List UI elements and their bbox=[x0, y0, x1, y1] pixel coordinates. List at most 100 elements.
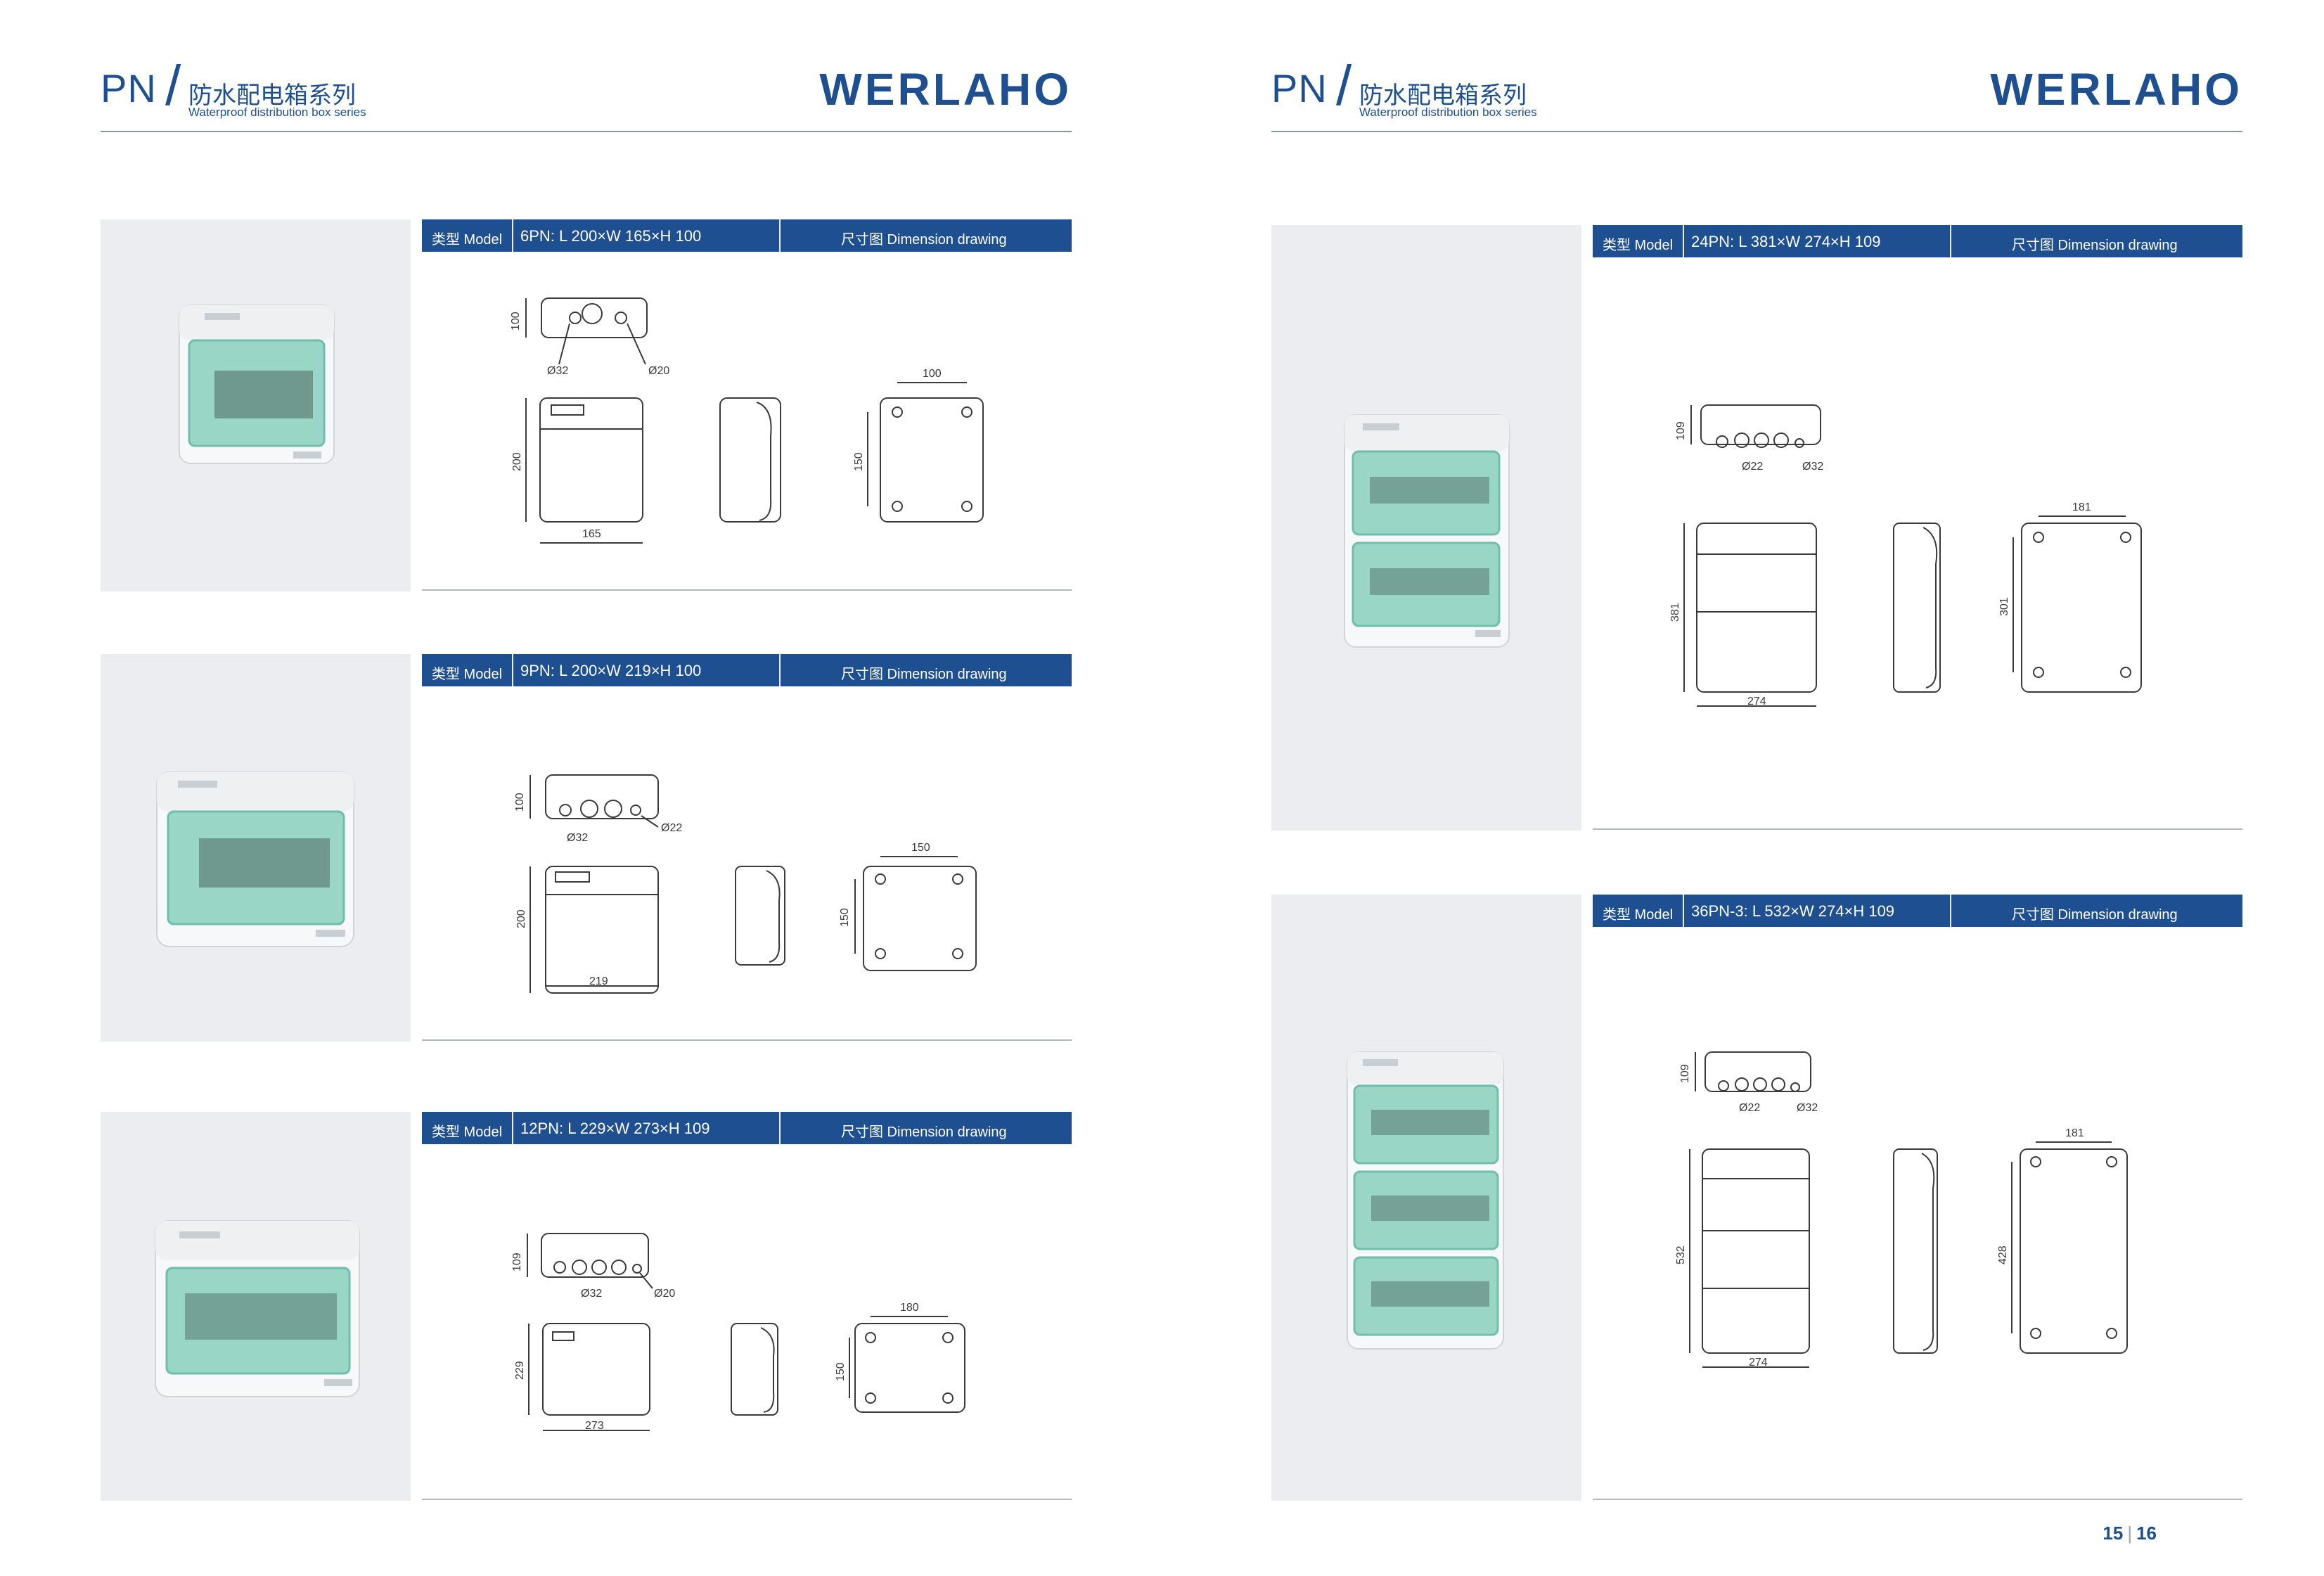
hole-a-label: Ø32 bbox=[581, 1288, 602, 1300]
width-label: 219 bbox=[589, 975, 608, 987]
model-bar-36pn-3: 类型 Model 36PN-3: L 532×W 274×H 109 尺寸图 D… bbox=[1593, 895, 2242, 927]
bar-divider bbox=[1950, 225, 1951, 257]
section-rule bbox=[1593, 1499, 2242, 1500]
model-spec: 9PN: L 200×W 219×H 100 bbox=[520, 662, 702, 679]
bar-divider bbox=[1683, 895, 1684, 927]
bar-divider bbox=[1950, 895, 1951, 927]
page-header-right: PN / 防水配电箱系列 Waterproof distribution box… bbox=[1271, 54, 2242, 132]
distribution-box-image bbox=[1347, 1051, 1504, 1350]
product-photo-9pn bbox=[101, 654, 411, 1042]
product-photo-12pn bbox=[101, 1112, 411, 1501]
mount-width-label: 100 bbox=[923, 368, 942, 380]
hole-b-label: Ø20 bbox=[654, 1288, 675, 1300]
dimension-drawing-label: 尺寸图 Dimension drawing bbox=[841, 1125, 1007, 1140]
mount-width-label: 180 bbox=[900, 1302, 919, 1314]
bar-divider bbox=[512, 654, 513, 686]
hole-a-label: Ø22 bbox=[1742, 461, 1763, 473]
header-slash: / bbox=[165, 54, 181, 117]
dimension-drawing-24pn: 109 Ø22 Ø32 381 274 181 301 bbox=[1669, 404, 2142, 707]
model-label: 类型 Model bbox=[432, 232, 503, 248]
height-label: 229 bbox=[514, 1361, 526, 1380]
width-label: 274 bbox=[1749, 1357, 1768, 1369]
top-depth-label: 109 bbox=[1679, 1064, 1691, 1083]
page-header-left: PN / 防水配电箱系列 Waterproof distribution box… bbox=[101, 54, 1072, 132]
series-title-en: Waterproof distribution box series bbox=[1359, 105, 1537, 119]
model-bar-24pn: 类型 Model 24PN: L 381×W 274×H 109 尺寸图 Dim… bbox=[1593, 225, 2242, 257]
mount-width-label: 181 bbox=[2065, 1127, 2084, 1139]
distribution-box-image bbox=[179, 305, 335, 464]
model-label: 类型 Model bbox=[432, 667, 503, 682]
dimension-drawing-label: 尺寸图 Dimension drawing bbox=[841, 667, 1007, 682]
hole-b-label: Ø20 bbox=[648, 365, 669, 377]
hole-b-label: Ø22 bbox=[661, 822, 682, 834]
mount-height-label: 150 bbox=[835, 1362, 847, 1381]
top-depth-label: 100 bbox=[510, 312, 522, 331]
dimension-drawing-label: 尺寸图 Dimension drawing bbox=[2012, 238, 2178, 253]
height-label: 200 bbox=[511, 452, 523, 471]
height-label: 200 bbox=[515, 909, 527, 928]
product-photo-24pn bbox=[1271, 225, 1581, 831]
dimension-drawing-36pn-3: 109 Ø22 Ø32 532 274 181 428 bbox=[1675, 1051, 2128, 1369]
hole-b-label: Ø32 bbox=[1797, 1102, 1818, 1114]
series-title-cn: 防水配电箱系列 bbox=[188, 82, 356, 109]
page-number-left: 15 bbox=[2102, 1523, 2124, 1544]
series-title-en: Waterproof distribution box series bbox=[188, 105, 366, 119]
width-label: 165 bbox=[582, 528, 601, 540]
width-label: 273 bbox=[585, 1420, 604, 1432]
page-numbers: 15|16 bbox=[2102, 1523, 2157, 1544]
product-photo-6pn bbox=[101, 219, 411, 591]
model-label: 类型 Model bbox=[1603, 907, 1674, 923]
series-title-cn: 防水配电箱系列 bbox=[1359, 82, 1527, 109]
mount-width-label: 181 bbox=[2072, 501, 2091, 513]
brand-logo: WERLAHO bbox=[819, 64, 1072, 115]
model-bar-9pn: 类型 Model 9PN: L 200×W 219×H 100 尺寸图 Dime… bbox=[422, 654, 1072, 686]
series-code: PN bbox=[101, 66, 157, 110]
series-code: PN bbox=[1271, 66, 1328, 110]
dimension-drawing-6pn: 100 Ø32 Ø20 200 165 100 150 bbox=[510, 297, 984, 544]
distribution-box-image bbox=[1344, 414, 1510, 648]
page-number-divider: | bbox=[2127, 1523, 2133, 1544]
top-depth-label: 109 bbox=[1675, 421, 1687, 440]
hole-a-label: Ø22 bbox=[1739, 1102, 1760, 1114]
model-bar-6pn: 类型 Model 6PN: L 200×W 165×H 100 尺寸图 Dime… bbox=[422, 219, 1072, 252]
top-depth-label: 100 bbox=[514, 793, 526, 812]
dimension-drawing-label: 尺寸图 Dimension drawing bbox=[2012, 907, 2178, 923]
model-label: 类型 Model bbox=[1603, 238, 1674, 253]
section-rule bbox=[422, 589, 1072, 591]
distribution-box-image bbox=[155, 1220, 360, 1397]
hole-b-label: Ø32 bbox=[1802, 461, 1823, 473]
header-rule bbox=[1271, 131, 2242, 132]
mount-height-label: 428 bbox=[1997, 1245, 2009, 1264]
bar-divider bbox=[512, 219, 513, 252]
section-rule bbox=[1593, 828, 2242, 830]
mount-height-label: 301 bbox=[1998, 597, 2010, 616]
brand-logo: WERLAHO bbox=[1990, 64, 2242, 115]
hole-a-label: Ø32 bbox=[547, 365, 568, 377]
mount-height-label: 150 bbox=[839, 908, 851, 927]
distribution-box-image bbox=[156, 771, 354, 947]
product-photo-36pn-3 bbox=[1271, 895, 1581, 1501]
model-label: 类型 Model bbox=[432, 1125, 503, 1140]
hole-a-label: Ø32 bbox=[567, 832, 588, 844]
bar-divider bbox=[779, 1112, 781, 1144]
top-depth-label: 109 bbox=[511, 1253, 523, 1271]
mount-height-label: 150 bbox=[853, 452, 865, 471]
mount-width-label: 150 bbox=[911, 842, 930, 854]
dimension-drawing-label: 尺寸图 Dimension drawing bbox=[841, 232, 1007, 248]
width-label: 274 bbox=[1747, 696, 1766, 707]
model-spec: 24PN: L 381×W 274×H 109 bbox=[1691, 233, 1881, 250]
section-rule bbox=[422, 1039, 1072, 1041]
dimension-drawing-9pn: 100 Ø32 Ø22 200 219 150 150 bbox=[514, 774, 977, 994]
bar-divider bbox=[512, 1112, 513, 1144]
bar-divider bbox=[779, 654, 781, 686]
section-rule bbox=[422, 1499, 1072, 1500]
height-label: 532 bbox=[1675, 1245, 1687, 1264]
bar-divider bbox=[1683, 225, 1684, 257]
model-spec: 6PN: L 200×W 165×H 100 bbox=[520, 227, 702, 245]
model-spec: 36PN-3: L 532×W 274×H 109 bbox=[1691, 902, 1895, 920]
bar-divider bbox=[779, 219, 781, 252]
model-spec: 12PN: L 229×W 273×H 109 bbox=[520, 1120, 710, 1137]
dimension-drawing-12pn: 109 Ø32 Ø20 229 273 180 150 bbox=[511, 1233, 965, 1432]
height-label: 381 bbox=[1669, 603, 1681, 622]
header-slash: / bbox=[1336, 54, 1352, 117]
